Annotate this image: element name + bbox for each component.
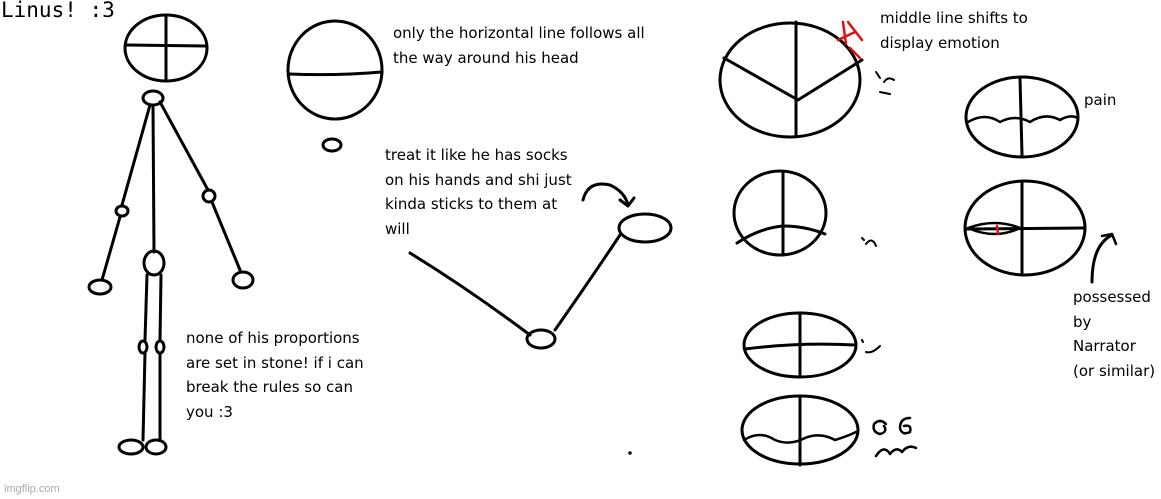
note-emotion: middle line shifts to display emotion xyxy=(880,6,1028,55)
note-line: you :3 xyxy=(186,402,233,421)
note-line: the way around his head xyxy=(393,48,579,67)
arrow-icon xyxy=(581,182,630,207)
arm-hand-sketch xyxy=(408,182,673,350)
head-side-sketch xyxy=(286,19,384,153)
note-line: kinda sticks to them at xyxy=(385,195,558,213)
stick-figure xyxy=(87,13,255,456)
note-line: none of his proportions xyxy=(186,329,360,347)
note-hands: treat it like he has socks on his hands … xyxy=(385,143,572,241)
note-head-line: only the horizontal line follows all the… xyxy=(393,21,645,70)
note-line: middle line shifts to xyxy=(880,9,1028,27)
note-line: on his hands and shi just xyxy=(385,170,572,189)
note-line: are set in stone! if i can xyxy=(186,353,364,372)
note-line: break the rules so can xyxy=(186,378,353,396)
character-title: Linus! :3 xyxy=(1,0,115,22)
note-line: (or similar) xyxy=(1073,361,1156,380)
note-line: treat it like he has socks xyxy=(385,146,568,164)
watermark: imgflip.com xyxy=(4,483,60,495)
note-line: Narrator xyxy=(1073,337,1136,355)
note-line: only the horizontal line follows all xyxy=(393,24,645,42)
emotion-heads xyxy=(628,20,1118,467)
note-possessed: possessed by Narrator (or similar) xyxy=(1073,285,1155,383)
note-line: by xyxy=(1073,312,1092,331)
note-proportions: none of his proportions are set in stone… xyxy=(186,326,364,424)
note-line: display emotion xyxy=(880,33,1000,52)
note-pain: pain xyxy=(1084,91,1117,109)
note-line: will xyxy=(385,219,410,238)
note-line: possessed xyxy=(1073,288,1151,306)
